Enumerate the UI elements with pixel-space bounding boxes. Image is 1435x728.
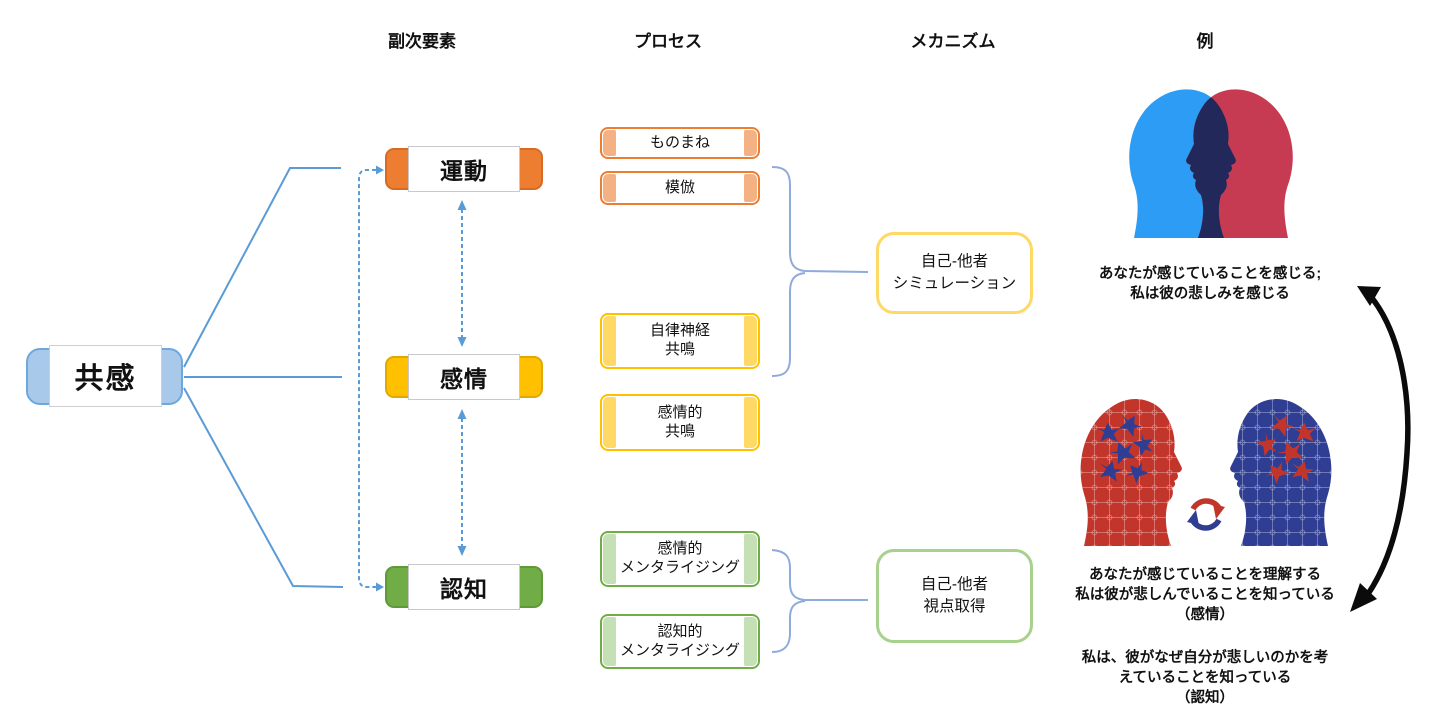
root-label: 共感 — [74, 363, 137, 395]
cap-right — [744, 174, 757, 202]
header-subelement: 副次要素 — [388, 32, 456, 51]
cap-right — [744, 534, 757, 584]
header-example: 例 — [1196, 32, 1214, 51]
cap-right — [744, 397, 757, 448]
process-emotional-resonance: 感情的 共鳴 — [600, 394, 760, 451]
process-emotional-mentalizing-label: 感情的 メンタライジング — [619, 540, 740, 576]
cap-left — [603, 174, 616, 202]
subelement-motor-label: 運動 — [440, 158, 488, 184]
mechanism-self-other-simulation: 自己-他者 シミュレーション — [876, 232, 1033, 314]
brace-simulation — [771, 166, 869, 377]
cap-left — [603, 130, 616, 156]
example-cognitive-text: 私は、彼がなぜ自分が悲しいのかを考 えていることを知っている （認知） — [1081, 650, 1329, 706]
header-mechanism: メカニズム — [910, 32, 996, 51]
puzzle-heads-image — [1080, 399, 1332, 546]
dashed-arrow-motor-emotion — [457, 200, 467, 347]
process-cognitive-mentalizing: 認知的 メンタライジング — [600, 614, 760, 669]
puzzle-blue-head — [1230, 399, 1332, 546]
red-head-silhouette — [1186, 89, 1293, 238]
overlapping-heads-image — [1129, 89, 1293, 238]
arrowhead-into-cognition — [376, 582, 384, 592]
process-emotional-mentalizing: 感情的 メンタライジング — [600, 531, 760, 587]
subelement-emotion: 感情 — [385, 354, 543, 400]
cap-left — [603, 534, 616, 584]
cap-right — [744, 617, 757, 666]
brace-perspective — [771, 549, 868, 653]
process-cognitive-mentalizing-label: 認知的 メンタライジング — [619, 622, 740, 659]
dashed-motor-cognition-connector — [358, 165, 384, 592]
cap-right — [744, 130, 757, 156]
blue-head-silhouette — [1129, 89, 1236, 238]
cap-left — [603, 316, 616, 366]
root-branch-lines — [183, 167, 344, 588]
branch-line-cognition — [183, 387, 344, 588]
dashed-arrow-emotion-cognition — [457, 409, 467, 556]
process-imitation: 模倣 — [600, 171, 760, 205]
blue-puzzle-pieces — [1096, 410, 1158, 486]
cap-right — [744, 316, 757, 366]
arrowhead-into-motor — [376, 165, 384, 175]
process-mimicry-label: ものまね — [649, 133, 710, 151]
process-autonomic-resonance-label: 自律神経 共鳴 — [649, 322, 710, 358]
curved-arrow-icon — [1350, 286, 1411, 612]
header-process: プロセス — [634, 32, 702, 51]
heads-overlap-shape — [1186, 89, 1236, 238]
red-puzzle-pieces — [1254, 410, 1316, 486]
exchange-arrows-icon — [1187, 498, 1225, 531]
mechanism-self-other-perspective: 自己-他者 視点取得 — [876, 549, 1033, 643]
puzzle-red-head — [1080, 399, 1182, 546]
cap-left — [603, 617, 616, 666]
cap-left — [603, 397, 616, 448]
branch-line-motor — [183, 167, 341, 368]
example-understand-text: あなたが感じていることを理解する 私は彼が悲しんでいることを知っている （感情） — [1075, 567, 1335, 623]
subelement-cognition-label: 認知 — [440, 576, 488, 602]
root-node-empathy: 共感 — [26, 345, 183, 407]
subelement-motor: 運動 — [385, 146, 543, 192]
process-emotional-resonance-label: 感情的 共鳴 — [657, 403, 703, 440]
process-autonomic-resonance: 自律神経 共鳴 — [600, 313, 760, 369]
process-mimicry: ものまね — [600, 127, 760, 159]
process-imitation-label: 模倣 — [664, 178, 695, 196]
example-feel-text: あなたが感じていることを感じる; 私は彼の悲しみを感じる — [1098, 266, 1322, 302]
subelement-emotion-label: 感情 — [440, 366, 488, 392]
subelement-cognition: 認知 — [385, 564, 543, 610]
